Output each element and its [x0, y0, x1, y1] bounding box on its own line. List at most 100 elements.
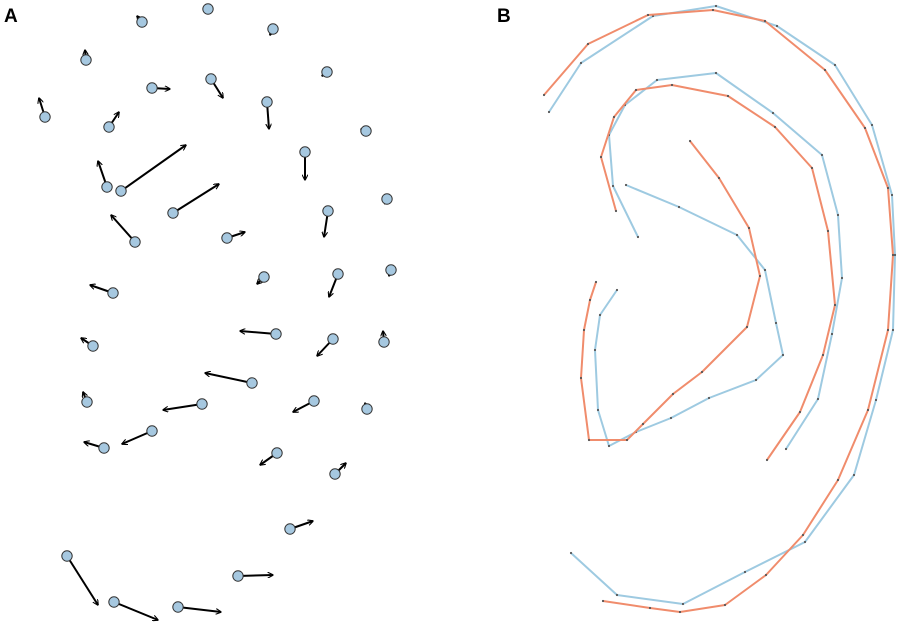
landmark-point: [202, 3, 214, 15]
outline-vertex: [745, 325, 749, 329]
displacement-arrow: [66, 555, 98, 605]
outline-vertex: [870, 123, 874, 127]
displacement-arrow: [172, 184, 219, 214]
landmark-point: [221, 232, 233, 244]
landmark-point: [108, 596, 120, 608]
outline-vertex: [830, 332, 834, 336]
outline-vertex: [614, 209, 618, 213]
ear-outline-blue: [594, 184, 784, 447]
outline-vertex: [677, 205, 681, 209]
ear-outline-orange: [543, 9, 894, 613]
outline-vertex: [594, 280, 598, 284]
outline-vertex: [775, 24, 779, 28]
outline-vertex: [886, 328, 890, 332]
outline-vertex: [624, 183, 628, 187]
displacement-arrow: [205, 373, 253, 384]
landmark-point: [299, 146, 311, 158]
landmark-point: [87, 340, 99, 352]
landmark-point: [378, 336, 390, 348]
outline-vertex: [681, 602, 685, 606]
landmark-point: [332, 268, 344, 280]
outline-vertex: [723, 603, 727, 607]
outline-vertex: [763, 268, 767, 272]
outline-vertex: [641, 422, 645, 426]
outline-vertex: [599, 155, 603, 159]
outline-vertex: [615, 593, 619, 597]
outline-vertex: [655, 78, 659, 82]
landmark-point: [146, 425, 158, 437]
outline-vertex: [784, 447, 788, 451]
landmark-point: [322, 205, 334, 217]
outline-vertex: [593, 348, 597, 352]
outline-vertex: [670, 83, 674, 87]
displacement-arrow: [177, 606, 221, 612]
outline-vertex: [816, 397, 820, 401]
outline-vertex: [711, 8, 715, 12]
outline-vertex: [547, 110, 551, 114]
panel-b-ear-outlines: [542, 4, 897, 614]
outline-vertex: [852, 473, 856, 477]
landmark-point: [172, 601, 184, 613]
outline-vertex: [569, 551, 573, 555]
ear-outline-orange: [600, 84, 836, 461]
landmark-point: [61, 550, 73, 562]
outline-vertex: [891, 253, 895, 257]
outline-vertex: [717, 176, 721, 180]
outline-vertex: [700, 370, 704, 374]
outline-vertex: [833, 303, 837, 307]
landmark-point: [329, 468, 341, 480]
panel-label-b: B: [497, 6, 511, 27]
outline-vertex: [735, 233, 739, 237]
landmark-point: [267, 23, 279, 35]
landmark-point: [39, 111, 51, 123]
outline-vertex: [810, 166, 814, 170]
panel-a-vector-field: [39, 3, 397, 620]
outline-vertex: [582, 328, 586, 332]
outline-vertex: [601, 599, 605, 603]
landmark-point: [101, 181, 113, 193]
outline-vertex: [598, 313, 602, 317]
outline-vertex: [833, 63, 837, 67]
landmark-point: [136, 16, 148, 28]
outline-vertex: [836, 478, 840, 482]
outline-vertex: [596, 408, 600, 412]
outline-vertex: [688, 139, 692, 143]
outline-vertex: [774, 321, 778, 325]
outline-vertex: [588, 298, 592, 302]
landmark-point: [321, 66, 333, 78]
outline-vertex: [765, 458, 769, 462]
landmark-point: [246, 377, 258, 389]
outline-vertex: [764, 573, 768, 577]
outline-vertex: [542, 93, 546, 97]
landmark-point: [361, 403, 373, 415]
displacement-arrow: [111, 215, 136, 243]
outline-vertex: [615, 288, 619, 292]
landmark-point: [98, 442, 110, 454]
outline-vertex: [836, 213, 840, 217]
outline-vertex: [771, 111, 775, 115]
outline-vertex: [801, 533, 805, 537]
landmark-point: [261, 96, 273, 108]
outline-vertex: [798, 410, 802, 414]
outline-vertex: [646, 13, 650, 17]
outline-vertex: [612, 115, 616, 119]
landmark-point: [385, 264, 397, 276]
outline-vertex: [758, 274, 762, 278]
outline-vertex: [820, 153, 824, 157]
outline-vertex: [707, 396, 711, 400]
outline-vertex: [763, 19, 767, 23]
outline-vertex: [863, 126, 867, 130]
outline-vertex: [781, 353, 785, 357]
outline-vertex: [625, 438, 629, 442]
landmark-point: [270, 328, 282, 340]
landmark-point: [258, 271, 270, 283]
outline-vertex: [826, 229, 830, 233]
outline-vertex: [893, 253, 897, 257]
outline-vertex: [648, 606, 652, 610]
landmark-point: [327, 333, 339, 345]
outline-vertex: [754, 378, 758, 382]
landmark-point: [146, 82, 158, 94]
landmark-point: [167, 207, 179, 219]
displacement-arrow: [120, 145, 186, 192]
outline-vertex: [634, 88, 638, 92]
